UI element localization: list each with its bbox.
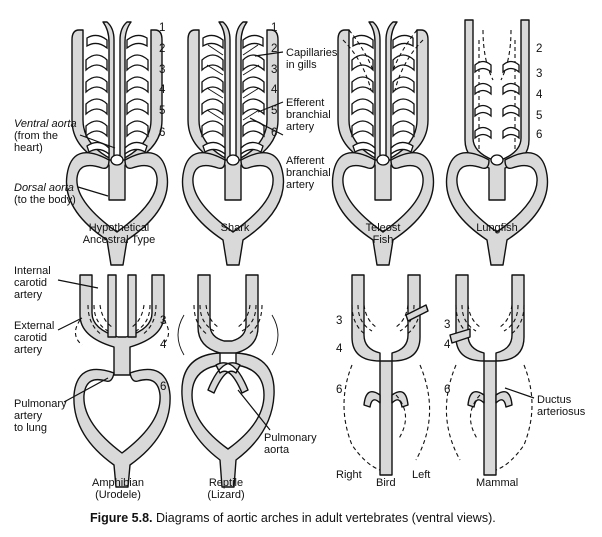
arch-number: 2 xyxy=(271,43,278,55)
arch-number: 6 xyxy=(536,129,543,141)
mammal-diagram xyxy=(445,274,533,476)
arch-number: 1 xyxy=(159,22,166,34)
reptile-title: Reptile (Lizard) xyxy=(207,477,245,501)
shark-title: Shark xyxy=(220,222,250,234)
caption-text: Diagrams of aortic arches in adult verte… xyxy=(152,511,496,525)
lungfish-title: Lungfish xyxy=(476,222,518,234)
pulmonary-artery-label: Pulmonary artery to lung xyxy=(14,398,67,434)
arch-number: 5 xyxy=(159,105,166,117)
arch-number: 4 xyxy=(160,339,167,351)
lungfish-diagram xyxy=(445,19,549,266)
ductus-arteriosus-label: Ductus arteriosus xyxy=(537,394,586,418)
bird-right-label: Right xyxy=(336,469,362,481)
arch-number: 3 xyxy=(159,64,166,76)
mammal-title: Mammal xyxy=(476,477,519,489)
arch-number: 4 xyxy=(536,89,543,101)
arch-number: 2 xyxy=(536,43,543,55)
teleost-title: Teleost Fish xyxy=(365,222,401,246)
efferent-artery-label: Efferent branchial artery xyxy=(286,97,331,133)
arch-number: 2 xyxy=(159,43,166,55)
capillaries-label: Capillaries in gills xyxy=(286,47,338,71)
arch-number: 3 xyxy=(536,68,543,80)
afferent-artery-label: Afferent branchial artery xyxy=(286,155,331,191)
pulmonary-aorta-label: Pulmonary aorta xyxy=(264,432,317,456)
ventral-aorta-label: Ventral aorta (from the heart) xyxy=(14,118,77,154)
arch-number: 3 xyxy=(444,319,451,331)
caption-number: Figure 5.8. xyxy=(90,511,153,525)
teleost-diagram xyxy=(331,21,435,266)
arch-number: 4 xyxy=(336,343,343,355)
reptile-diagram xyxy=(177,274,279,488)
arch-number: 4 xyxy=(271,84,278,96)
figure-caption: Figure 5.8. Diagrams of aortic arches in… xyxy=(90,511,496,525)
arch-number: 4 xyxy=(444,339,451,351)
internal-carotid-label: Internal carotid artery xyxy=(14,265,51,301)
external-carotid-label: External carotid artery xyxy=(14,320,55,356)
arch-number: 6 xyxy=(444,384,451,396)
bird-title: Bird xyxy=(376,477,396,489)
dorsal-aorta-label: Dorsal aorta (to the body) xyxy=(14,182,76,206)
shark-diagram xyxy=(181,21,285,266)
bird-left-label: Left xyxy=(412,469,431,481)
ancestral-title: Hypothetical Ancestral Type xyxy=(82,222,156,246)
arch-number: 3 xyxy=(336,315,343,327)
arch-number: 6 xyxy=(336,384,343,396)
amphibian-title: Amphibian (Urodele) xyxy=(92,477,144,501)
arch-number: 3 xyxy=(160,315,167,327)
arch-number: 5 xyxy=(536,110,543,122)
arch-number: 3 xyxy=(271,64,278,76)
arch-number: 6 xyxy=(160,381,167,393)
bird-diagram xyxy=(343,274,431,476)
arch-number: 6 xyxy=(271,127,278,139)
arch-number: 6 xyxy=(159,127,166,139)
amphibian-diagram xyxy=(73,274,171,488)
arch-number: 1 xyxy=(271,22,278,34)
arch-number: 5 xyxy=(271,105,278,117)
arch-number: 4 xyxy=(159,84,166,96)
